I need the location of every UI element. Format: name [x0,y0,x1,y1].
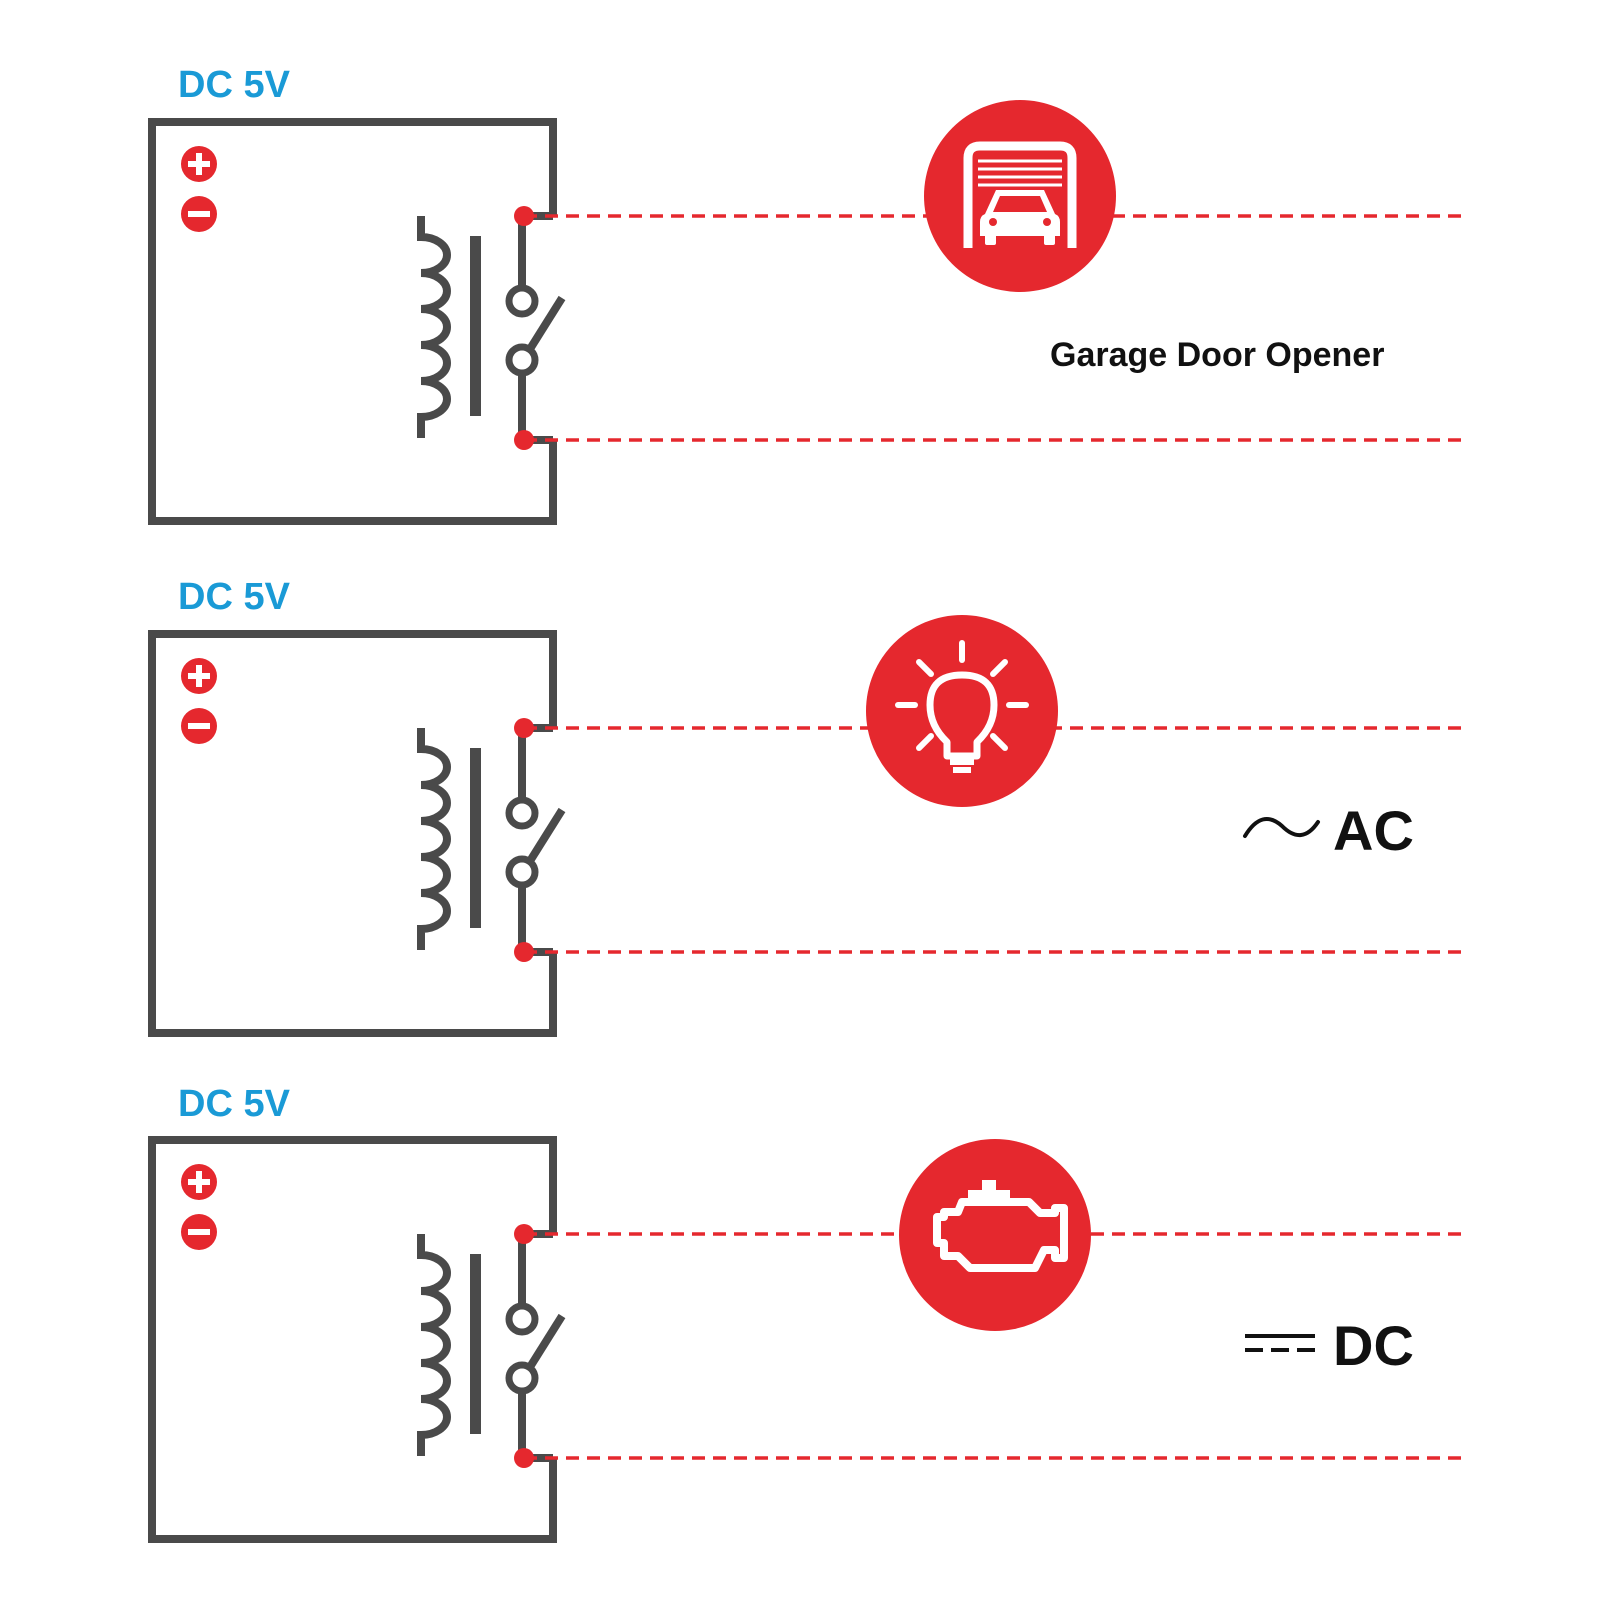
relay-module [152,1140,1467,1539]
current-type-label: AC [1333,799,1414,862]
supply-voltage-label: DC 5V [178,576,291,618]
relay-module [152,634,1467,1033]
relay-panel-3: DC 5V DC [152,1083,1467,1539]
supply-voltage-label: DC 5V [178,1083,291,1125]
ac-wave-icon [1243,816,1320,838]
garage-car-icon [924,100,1116,292]
load-description: Garage Door Opener [1050,336,1384,374]
light-bulb-icon [866,615,1058,807]
dc-lines-icon [1245,1334,1315,1352]
relay-panel-1: DC 5V Garage Door Opener [152,64,1467,521]
current-type-label: DC [1333,1314,1414,1377]
relay-panel-2: DC 5V AC [152,576,1467,1033]
relay-module [152,122,1467,521]
engine-icon [899,1139,1091,1331]
supply-voltage-label: DC 5V [178,64,291,106]
